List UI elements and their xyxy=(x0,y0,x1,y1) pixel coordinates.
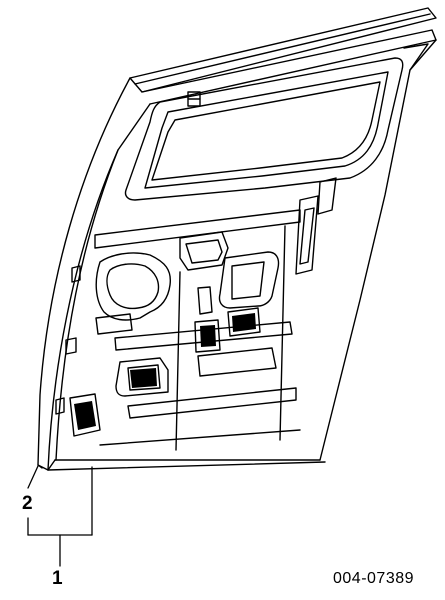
callout-leaders xyxy=(27,465,93,567)
catalog-code: 004-07389 xyxy=(333,570,415,587)
door-outer-shell xyxy=(37,39,437,471)
inner-panel-cavities xyxy=(55,177,337,451)
callout-2: 2 xyxy=(22,493,33,514)
window-opening xyxy=(124,57,404,201)
top-rail xyxy=(129,7,437,105)
window-clip xyxy=(187,91,201,107)
panel-shading xyxy=(74,313,256,430)
callout-1: 1 xyxy=(52,568,63,589)
